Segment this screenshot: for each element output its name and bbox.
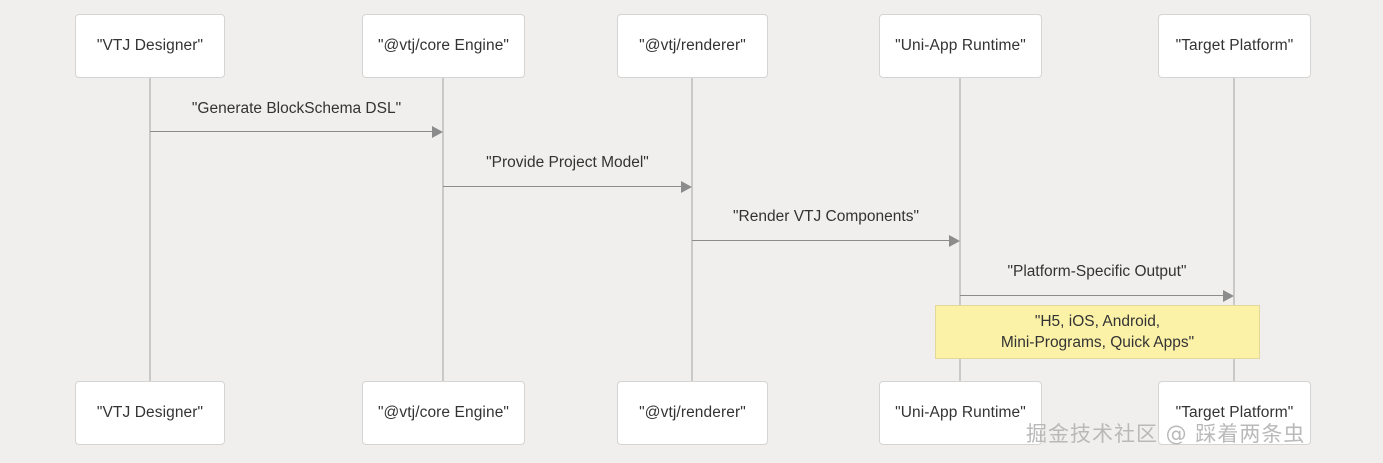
participant-box-uniapp-top[interactable]: "Uni-App Runtime" bbox=[879, 14, 1042, 78]
lifeline-designer bbox=[149, 78, 151, 381]
lifeline-core bbox=[442, 78, 444, 381]
participant-label: "Uni-App Runtime" bbox=[895, 37, 1026, 54]
watermark: 掘金技术社区 @ 踩着两条虫 bbox=[1026, 422, 1306, 446]
participant-box-renderer-bottom[interactable]: "@vtj/renderer" bbox=[617, 381, 768, 445]
participant-label: "@vtj/core Engine" bbox=[377, 404, 510, 421]
message-label-4: "Platform-Specific Output" bbox=[1007, 263, 1187, 280]
message-line-4 bbox=[960, 295, 1225, 296]
note-line-2: Mini-Programs, Quick Apps" bbox=[1000, 334, 1195, 351]
participant-label: "@vtj/renderer" bbox=[639, 37, 746, 54]
message-line-1 bbox=[150, 131, 434, 132]
participant-box-platform-bottom[interactable]: "Target Platform" bbox=[1158, 381, 1311, 445]
participant-label: "@vtj/renderer" bbox=[639, 404, 746, 421]
participant-box-platform-top[interactable]: "Target Platform" bbox=[1158, 14, 1311, 78]
participant-box-core-bottom[interactable]: "@vtj/core Engine" bbox=[362, 381, 525, 445]
participant-label: "Uni-App Runtime" bbox=[895, 404, 1026, 421]
note-output-targets: "H5, iOS, Android, Mini-Programs, Quick A… bbox=[935, 305, 1260, 359]
participant-label: "VTJ Designer" bbox=[96, 37, 204, 54]
lifeline-platform bbox=[1233, 78, 1235, 381]
participant-box-designer-top[interactable]: "VTJ Designer" bbox=[75, 14, 225, 78]
participant-label: "VTJ Designer" bbox=[96, 404, 204, 421]
participant-label: "Target Platform" bbox=[1175, 404, 1294, 421]
lifeline-uniapp bbox=[959, 78, 961, 381]
message-label-3: "Render VTJ Components" bbox=[733, 208, 919, 225]
message-label-2: "Provide Project Model" bbox=[486, 154, 649, 171]
note-line-1: "H5, iOS, Android, bbox=[1034, 313, 1161, 330]
lifeline-renderer bbox=[691, 78, 693, 381]
participant-box-renderer-top[interactable]: "@vtj/renderer" bbox=[617, 14, 768, 78]
participant-box-uniapp-bottom[interactable]: "Uni-App Runtime" bbox=[879, 381, 1042, 445]
message-arrowhead-1 bbox=[432, 126, 443, 138]
participant-label: "Target Platform" bbox=[1175, 37, 1294, 54]
participant-box-core-top[interactable]: "@vtj/core Engine" bbox=[362, 14, 525, 78]
message-label-1: "Generate BlockSchema DSL" bbox=[191, 100, 402, 117]
message-arrowhead-2 bbox=[681, 181, 692, 193]
message-arrowhead-4 bbox=[1223, 290, 1234, 302]
message-line-3 bbox=[692, 240, 951, 241]
message-arrowhead-3 bbox=[949, 235, 960, 247]
message-line-2 bbox=[443, 186, 683, 187]
participant-box-designer-bottom[interactable]: "VTJ Designer" bbox=[75, 381, 225, 445]
participant-label: "@vtj/core Engine" bbox=[377, 37, 510, 54]
